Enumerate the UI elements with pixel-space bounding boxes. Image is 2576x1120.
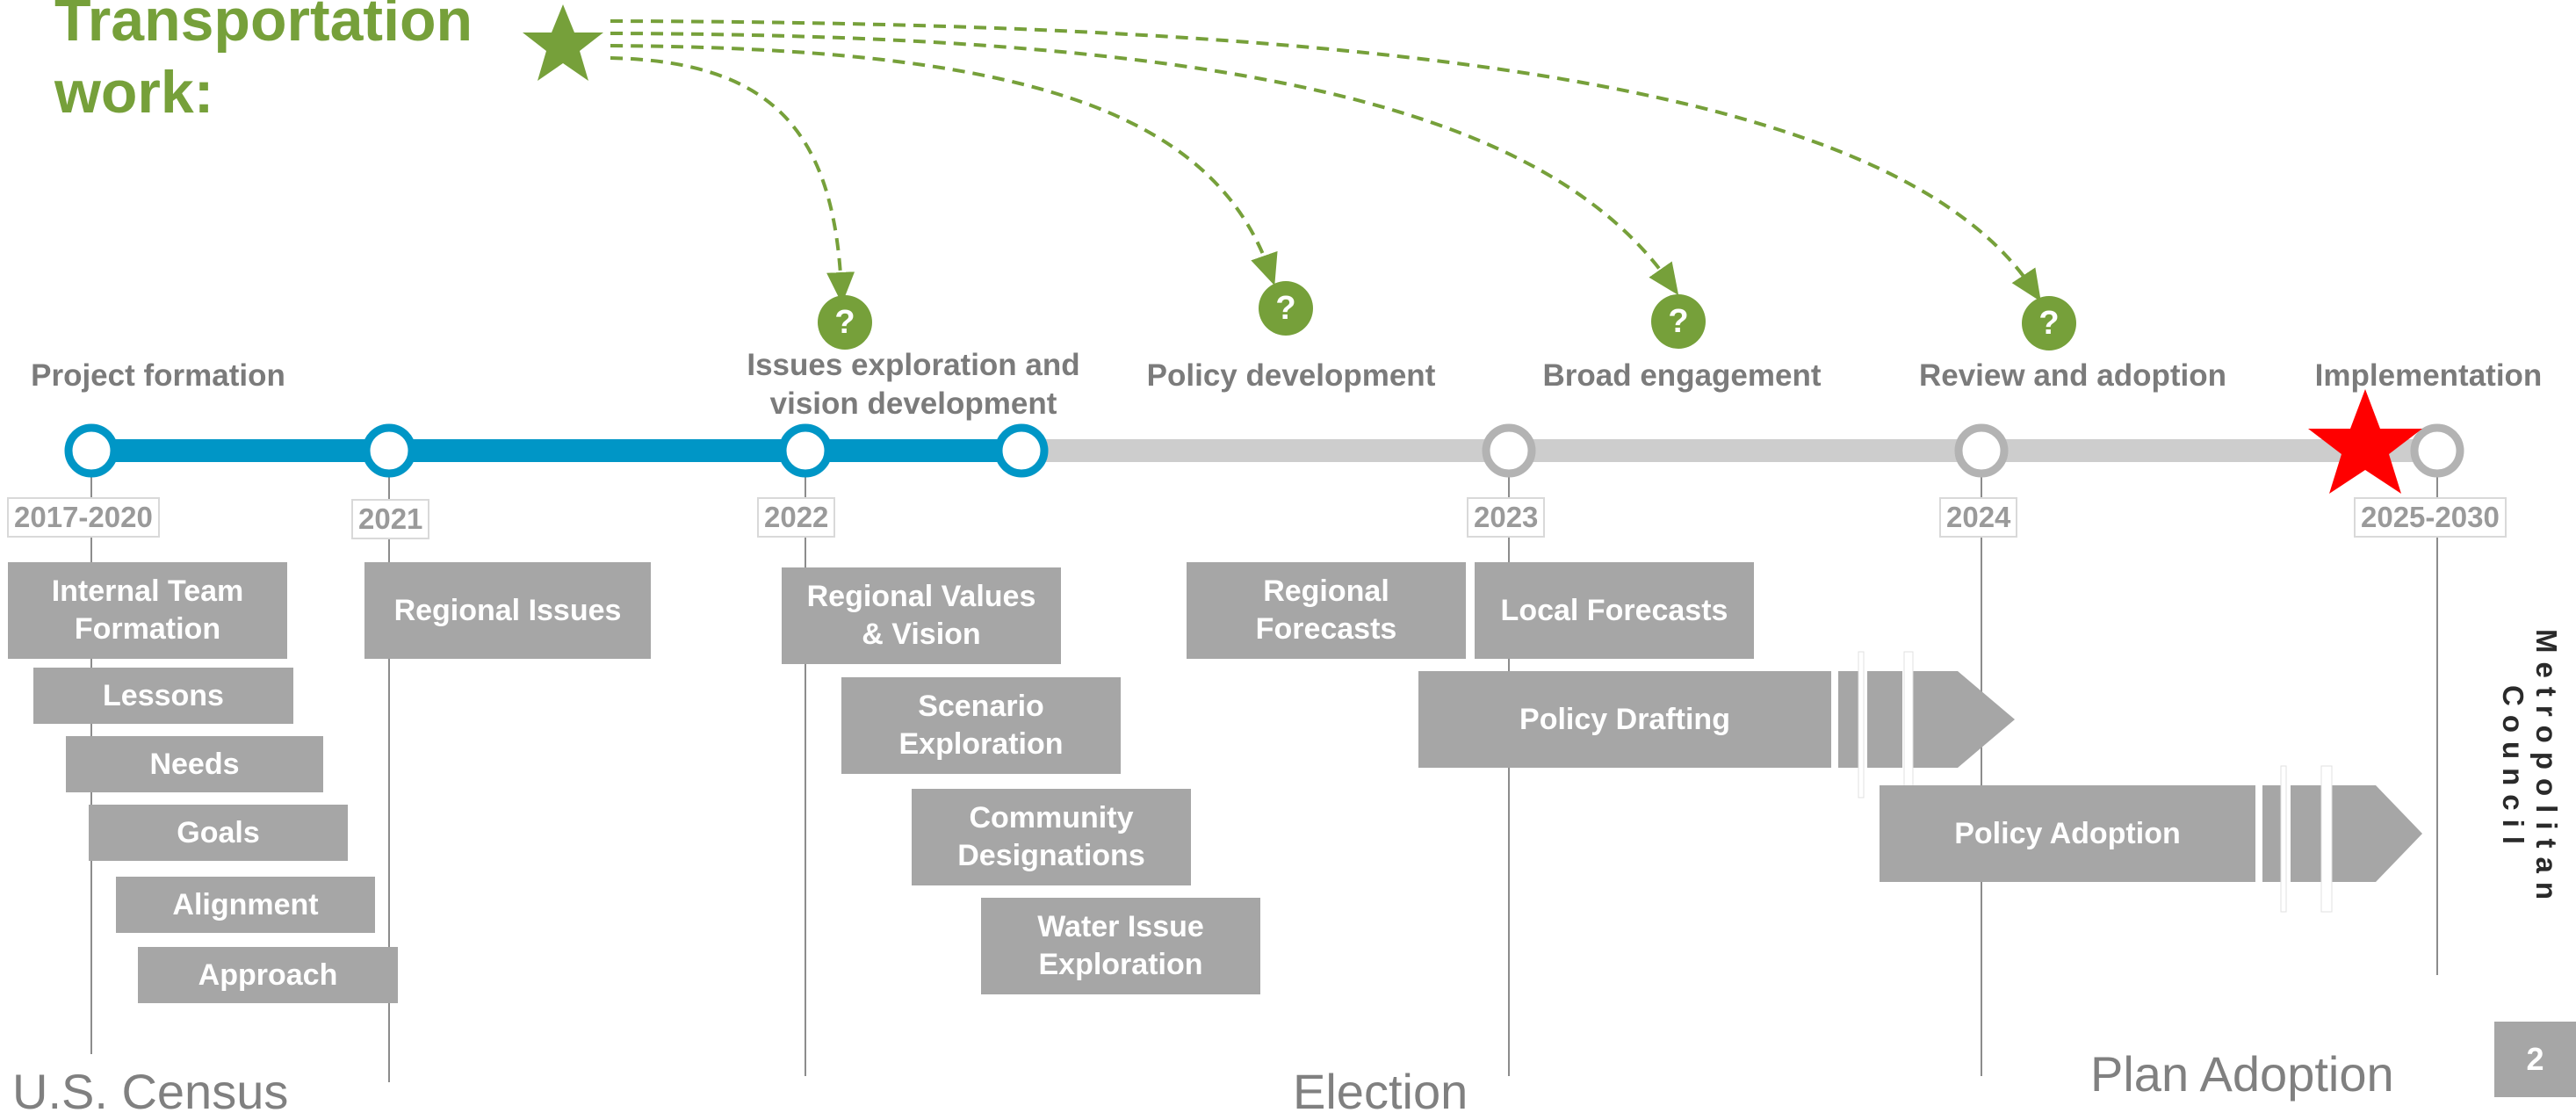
year-label-2022: 2022 xyxy=(757,497,836,538)
milestone-2023 xyxy=(1482,423,1536,478)
question-mark-icon: ? xyxy=(1259,281,1313,336)
phase-issues-line-2: vision development xyxy=(769,387,1057,421)
phase-issues-line-1: Issues exploration and xyxy=(747,348,1080,382)
task-alignment: Alignment xyxy=(116,877,375,933)
task-text: Exploration xyxy=(1038,948,1203,981)
phase-implementation: Implementation xyxy=(2314,358,2543,393)
milestones xyxy=(64,423,2464,478)
dashed-connectors xyxy=(610,19,2041,304)
task-local-forecasts: Local Forecasts xyxy=(1475,562,1754,659)
task-text: Regional xyxy=(1263,574,1389,608)
policy-adoption-arrow xyxy=(1880,765,2422,913)
page-number: 2 xyxy=(2494,1022,2576,1097)
task-text: Community xyxy=(969,801,1134,835)
phase-project-formation: Project formation xyxy=(31,358,285,393)
heading-line-2: work: xyxy=(54,59,214,126)
connector-to-policy xyxy=(610,44,1278,286)
year-label-2017-2020: 2017-2020 xyxy=(7,497,160,538)
task-water-issue-exploration: Water Issue Exploration xyxy=(981,898,1260,994)
year-label-2021: 2021 xyxy=(351,499,430,539)
task-text: Forecasts xyxy=(1255,612,1397,646)
organization-name: Metropolitan Council xyxy=(2497,629,2563,908)
slide-heading: Transportation work: xyxy=(54,0,546,128)
task-internal-team-formation: Internal Team Formation xyxy=(8,562,287,659)
task-goals: Goals xyxy=(89,805,348,861)
task-community-designations: Community Designations xyxy=(912,789,1191,885)
question-mark-icon: ? xyxy=(818,295,872,350)
task-text: Regional Values xyxy=(806,580,1036,613)
policy-drafting-arrow xyxy=(1418,651,2015,798)
green-star-icon xyxy=(523,4,603,81)
milestone-2025 xyxy=(2410,423,2464,478)
task-regional-forecasts: Regional Forecasts xyxy=(1187,562,1466,659)
year-label-2023: 2023 xyxy=(1467,497,1546,538)
task-text: Exploration xyxy=(898,727,1064,761)
task-text: Designations xyxy=(957,839,1145,872)
connector-to-engagement xyxy=(610,32,1679,296)
task-text: Water Issue xyxy=(1037,910,1204,943)
milestone-2022 xyxy=(778,423,833,478)
task-text: Internal Team xyxy=(51,574,244,608)
red-star-icon xyxy=(2308,389,2422,494)
year-label-2025-2030: 2025-2030 xyxy=(2354,497,2507,538)
year-label-2024: 2024 xyxy=(1939,497,2018,538)
phase-issues-exploration: Issues exploration and vision developmen… xyxy=(729,346,1098,423)
milestone-2024 xyxy=(1954,423,2009,478)
task-approach: Approach xyxy=(138,947,398,1003)
election-label: Election xyxy=(1293,1064,1468,1119)
task-regional-issues: Regional Issues xyxy=(364,562,651,659)
question-mark-icon: ? xyxy=(1651,294,1706,349)
connector-to-issues xyxy=(610,56,855,304)
connector-to-review xyxy=(610,19,2041,302)
phase-review-adoption: Review and adoption xyxy=(1918,358,2227,393)
plan-adoption-label: Plan Adoption xyxy=(2090,1046,2394,1102)
task-regional-values-vision: Regional Values & Vision xyxy=(782,567,1061,664)
task-needs: Needs xyxy=(66,736,323,792)
task-text: Formation xyxy=(74,612,221,646)
question-mark-icon: ? xyxy=(2022,296,2076,350)
task-policy-drafting: Policy Drafting xyxy=(1519,702,1730,736)
phase-policy-development: Policy development xyxy=(1146,358,1436,393)
milestone-2021 xyxy=(362,423,416,478)
task-policy-adoption: Policy Adoption xyxy=(1954,816,2181,850)
phase-broad-engagement: Broad engagement xyxy=(1542,358,1822,393)
task-text: Scenario xyxy=(918,690,1044,723)
census-label: U.S. Census xyxy=(12,1064,289,1119)
task-lessons: Lessons xyxy=(33,668,293,724)
milestone-current xyxy=(994,423,1049,478)
milestone-2017 xyxy=(64,423,119,478)
heading-line-1: Transportation xyxy=(54,0,473,54)
task-scenario-exploration: Scenario Exploration xyxy=(841,677,1121,774)
task-text: & Vision xyxy=(862,618,981,651)
